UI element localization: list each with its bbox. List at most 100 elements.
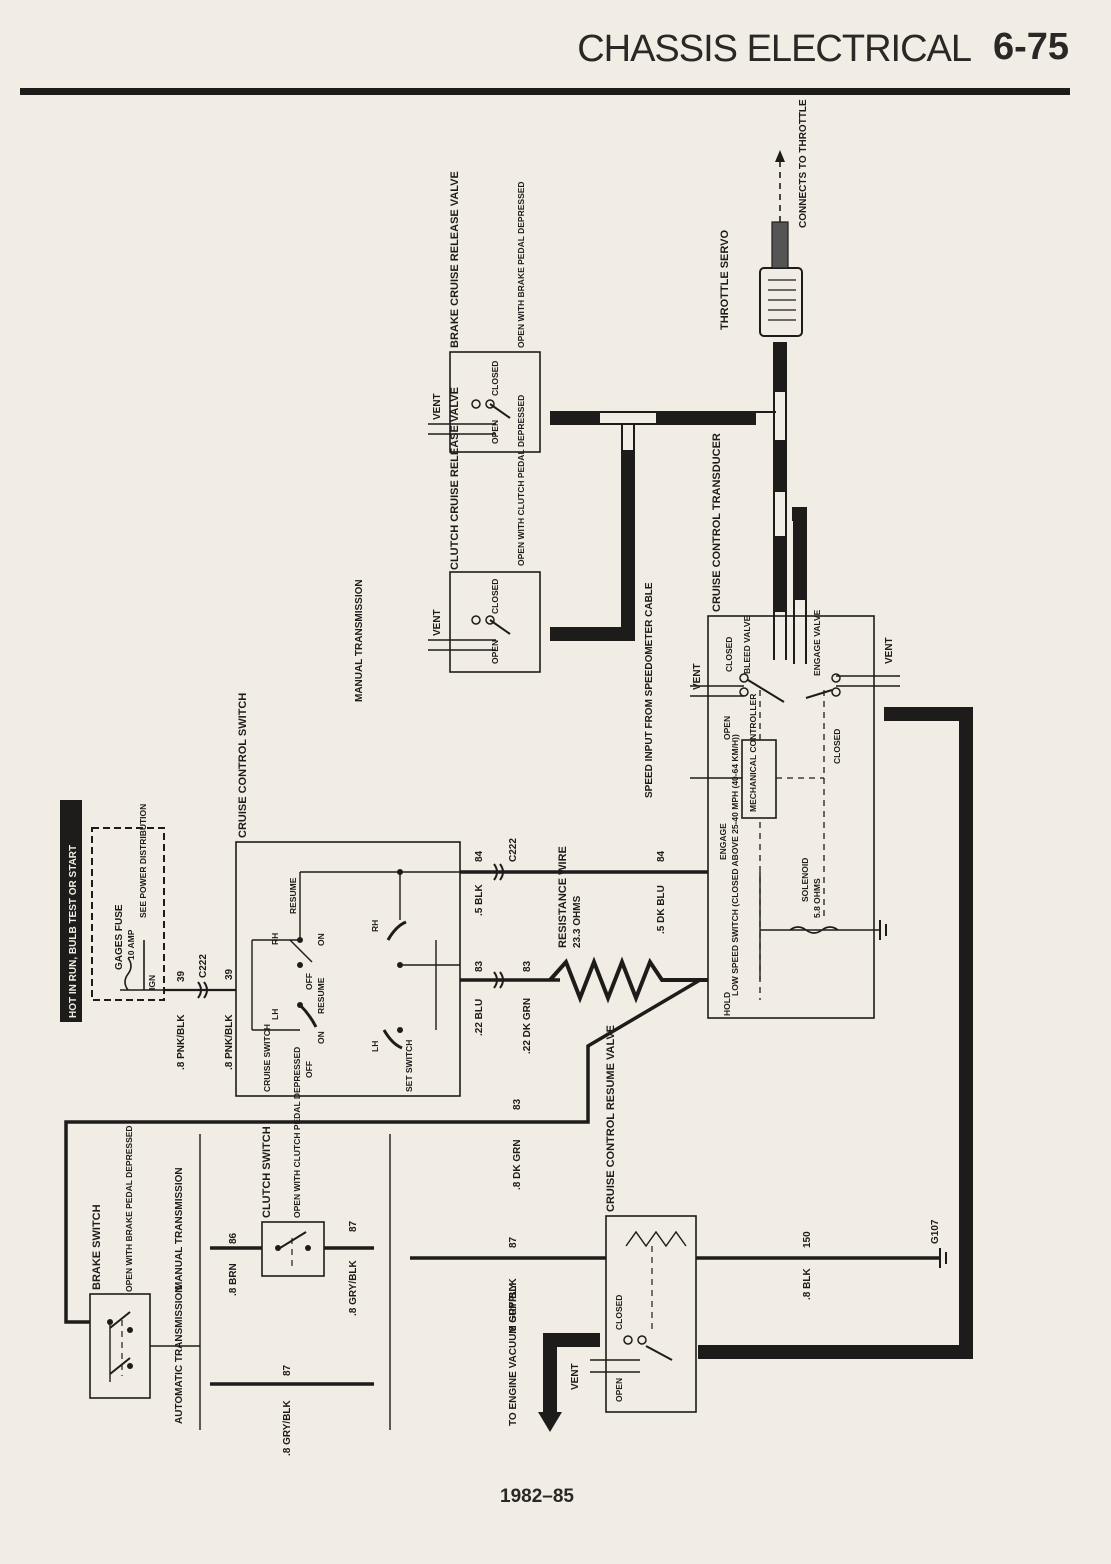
page-number: 6-75 [992,26,1069,68]
bleed-valve-label: BLEED VALVE [742,615,752,674]
clutch-release-title: CLUTCH CRUISE RELEASE VALVE [449,387,461,570]
brake-switch: BRAKE SWITCH OPEN WITH BRAKE PEDAL DEPRE… [89,1125,200,1399]
connector-c222-left: C222 [198,954,209,978]
wire-87-b-label: .8 GRY/BLK [282,1399,293,1456]
fuse-note: SEE POWER DISTRIBUTION [138,804,148,918]
clutch-release-vent: VENT [432,609,443,636]
clutch-switch-note: OPEN WITH CLUTCH PEDAL DEPRESSED [292,1047,302,1218]
page-footer: 1982–85 [500,1486,574,1507]
mechanical-label: MECHANICAL CONTROLLER [748,694,758,812]
resume-label-1: RESUME [288,877,298,914]
wire-84-left-label: .5 BLK [474,884,485,916]
lh-label-1: LH [270,1009,280,1020]
brake-switch-note: OPEN WITH BRAKE PEDAL DEPRESSED [124,1125,134,1292]
wire-84-right-label: .5 DK BLU [656,885,667,934]
clutch-release-closed: CLOSED [490,579,500,614]
transmission-bracket: MANUAL TRANSMISSION AUTOMATIC TRANSMISSI… [174,1134,201,1430]
manual-trans-label: MANUAL TRANSMISSION [174,1167,185,1290]
wire-150-label: .8 BLK [802,1268,813,1300]
cruise-switch-title: CRUISE CONTROL SWITCH [237,693,249,838]
resume-valve: CRUISE CONTROL RESUME VALVE CLOSED OPEN … [570,1025,947,1413]
header-rule [20,88,1070,95]
automatic-trans-label: AUTOMATIC TRANSMISSION [174,1285,185,1424]
wire-83: 83 83 .22 BLU .22 DK GRN RESISTANCE WIRE… [64,846,708,1324]
brake-release-vent: VENT [432,393,443,420]
wire-83-long-label: .8 DK GRN [512,1139,523,1190]
fuse-box: GAGES FUSE 10 AMP SEE POWER DISTRIBUTION… [91,804,200,1001]
open-label-t: OPEN [722,716,732,740]
wire-87-c-label: .8 GRY/BLK [508,1277,519,1334]
wire-39-label-right: .8 PNK/BLK [224,1014,235,1070]
circuit-39-right: 39 [224,968,235,980]
set-switch-label: SET SWITCH [404,1040,414,1092]
fuse-label: GAGES FUSE [114,904,125,970]
clutch-release-open: OPEN [490,640,500,664]
circuit-87-b: 87 [282,1364,293,1376]
rh-label-2: RH [370,920,380,932]
wire-84: 84 C222 .5 BLK 84 .5 DK BLU [460,838,708,934]
circuit-83-long: 83 [512,1098,523,1110]
wire-39-label-left: .8 PNK/BLK [176,1014,187,1070]
resume-vent: VENT [570,1363,581,1390]
circuit-39-left: 39 [176,970,187,982]
off-label-1: OFF [304,973,314,990]
wire-86-label: .8 BRN [228,1263,239,1296]
clutch-switch-title: CLUTCH SWITCH [261,1126,273,1218]
manual-trans-top: MANUAL TRANSMISSION [354,579,365,702]
solenoid-ohms: 5.8 OHMS [812,878,822,918]
lh-label-2: LH [370,1041,380,1052]
fuse-rating: 10 AMP [126,929,136,960]
rh-label-1: RH [270,933,280,945]
power-banner: HOT IN RUN, BULB TEST OR START [60,800,82,1022]
wire-87-a-label: .8 GRY/BLK [348,1259,359,1316]
circuit-150: 150 [802,1231,813,1248]
cruise-switch-label: CRUISE SWITCH [262,1024,272,1092]
ground-g107: G107 [930,1219,941,1244]
resume-valve-title: CRUISE CONTROL RESUME VALVE [605,1025,617,1212]
vent-label-t2: VENT [884,637,895,664]
section-title: CHASSIS ELECTRICAL [577,28,972,70]
brake-release-note: OPEN WITH BRAKE PEDAL DEPRESSED [516,181,526,348]
power-banner-text: HOT IN RUN, BULB TEST OR START [68,845,79,1018]
throttle-servo-label: THROTTLE SERVO [719,230,731,330]
circuit-86: 86 [228,1232,239,1244]
wire-83-left-label: .22 BLU [474,999,485,1036]
resume-closed: CLOSED [614,1295,624,1330]
vent-label-t1: VENT [692,663,703,690]
hold-label: HOLD [722,992,732,1016]
speed-input-label: SPEED INPUT FROM SPEEDOMETER CABLE [644,582,655,798]
transducer-title: CRUISE CONTROL TRANSDUCER [711,433,723,612]
on-label-2: ON [316,1031,326,1044]
resistance-value: 23.3 OHMS [572,895,583,948]
connector-c222-right: C222 [508,838,519,862]
circuit-87-c: 87 [508,1236,519,1248]
cruise-control-switch: CRUISE CONTROL SWITCH RH LH RESUME ON [235,693,461,1097]
resume-label-2: RESUME [316,977,326,1014]
low-speed-label: LOW SPEED SWITCH (CLOSED ABOVE 25-40 MPH… [730,734,740,996]
wire-39: 39 C222 39 .8 PNK/BLK .8 PNK/BLK [165,954,236,1070]
clutch-switch: CLUTCH SWITCH OPEN WITH CLUTCH PEDAL DEP… [210,1047,374,1316]
on-label-1: ON [316,933,326,946]
brake-release-valve: BRAKE CRUISE RELEASE VALVE OPEN WITH BRA… [428,171,541,453]
brake-release-open: OPEN [490,420,500,444]
resistance-wire-label: RESISTANCE WIRE [557,846,569,948]
circuit-83-left: 83 [474,960,485,972]
engage-valve-label: ENGAGE VALVE [812,609,822,676]
throttle-servo: THROTTLE SERVO CONNECTS TO THROTTLE [719,99,809,337]
brake-release-closed: CLOSED [490,361,500,396]
closed-label-t: CLOSED [724,637,734,672]
auto-trans-wire: 87 .8 GRY/BLK [210,1364,374,1456]
clutch-release-valve: CLUTCH CRUISE RELEASE VALVE OPEN WITH CL… [428,387,541,673]
vacuum-label: TO ENGINE VACUUM SUPPLY [508,1283,519,1426]
engage-label: ENGAGE [718,823,728,860]
fuse-ign: IGN [147,975,157,990]
resume-open: OPEN [614,1378,624,1402]
clutch-release-note: OPEN WITH CLUTCH PEDAL DEPRESSED [516,395,526,566]
circuit-83-right: 83 [522,960,533,972]
circuit-87-a: 87 [348,1220,359,1232]
vacuum-hoses [550,342,973,1359]
closed-label-t2: CLOSED [832,729,842,764]
wire-83-right-label: .22 DK GRN [522,998,533,1054]
